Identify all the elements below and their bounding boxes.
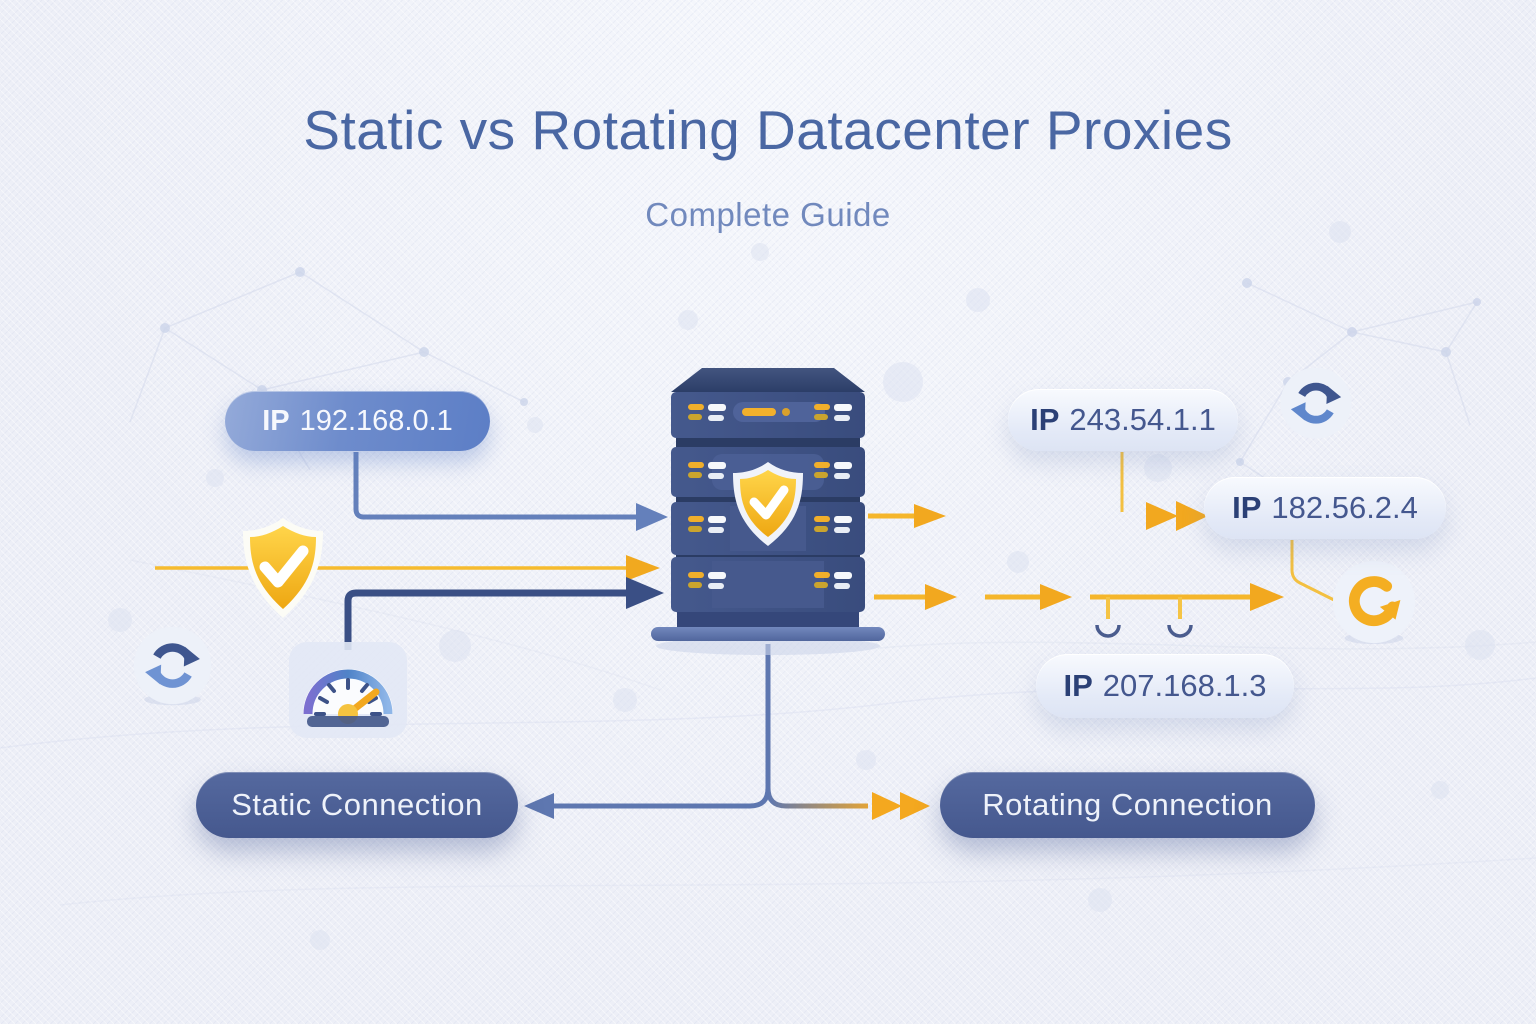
connector-shield-to-server <box>155 555 660 581</box>
page-subtitle: Complete Guide <box>645 196 891 233</box>
ip-value: 243.54.1.1 <box>1069 402 1216 437</box>
refresh-rotate-icon-right <box>1332 560 1416 645</box>
static-connection-label: Static Connection <box>231 787 483 822</box>
ip-prefix: IP <box>1030 402 1060 437</box>
rotating-ip-badge-3: IP 207.168.1.3 <box>1036 654 1294 718</box>
static-connection-button[interactable]: Static Connection <box>196 772 518 838</box>
rotating-connection-label: Rotating Connection <box>982 787 1273 822</box>
ip-prefix: IP <box>1232 490 1262 525</box>
ip-value: 182.56.2.4 <box>1271 490 1418 525</box>
server-shield-check-icon <box>733 462 803 546</box>
page-title: Static vs Rotating Datacenter Proxies <box>303 99 1233 161</box>
sync-rotate-icon-top-right <box>1280 367 1352 439</box>
connector-server-to-rotating-pill <box>765 740 930 820</box>
connector-server-to-ip-182 <box>868 501 1208 531</box>
connector-speedometer-to-server <box>344 577 664 650</box>
connector-ip-182-to-refresh <box>1290 540 1335 602</box>
background-blobs <box>108 221 1495 950</box>
static-ip-badge: IP 192.168.0.1 <box>225 391 490 451</box>
rotating-connection-button[interactable]: Rotating Connection <box>940 772 1315 838</box>
rotating-ip-badge-2: IP 182.56.2.4 <box>1204 477 1446 539</box>
server-shadow <box>656 637 880 655</box>
connector-static-ip-to-server <box>353 452 668 531</box>
rotating-ip-badge-1: IP 243.54.1.1 <box>1008 389 1238 451</box>
network-nodes <box>160 267 1481 466</box>
sync-rotate-icon-left <box>133 626 212 706</box>
proxy-server-illustration <box>651 368 885 655</box>
shield-check-icon <box>243 518 323 618</box>
ip-value: 192.168.0.1 <box>299 404 453 437</box>
ip-prefix: IP <box>1063 668 1093 703</box>
ip-prefix: IP <box>262 404 290 437</box>
ip-value: 207.168.1.3 <box>1102 668 1267 703</box>
network-mesh <box>0 271 1536 906</box>
connector-server-to-refresh <box>874 583 1284 638</box>
speedometer-icon <box>289 642 407 738</box>
connector-server-to-static-pill <box>524 644 771 819</box>
bracket-hook-icon <box>1095 624 1121 638</box>
bracket-hook-icon <box>1167 624 1193 638</box>
